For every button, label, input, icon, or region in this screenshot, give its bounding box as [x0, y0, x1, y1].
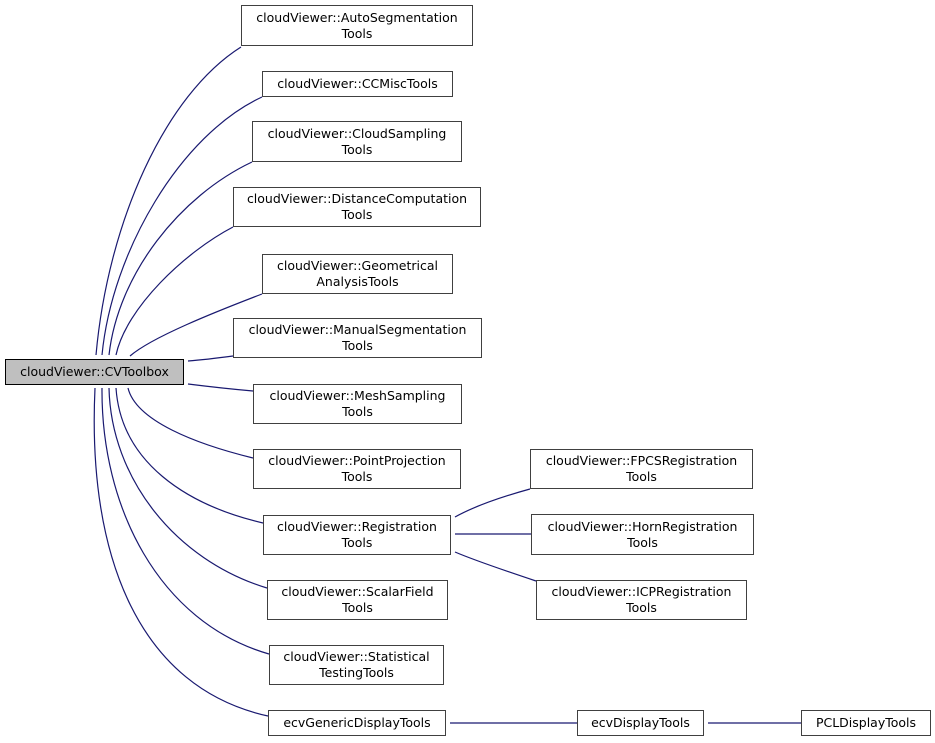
edge-distancecomputation-to-cvtoolbox — [115, 226, 234, 356]
edge-manualsegmentation-to-cvtoolbox — [187, 355, 234, 362]
node-fpcsregistration-tools[interactable]: cloudViewer::FPCSRegistration Tools — [530, 449, 753, 489]
node-cloudsampling-tools[interactable]: cloudViewer::CloudSampling Tools — [252, 121, 462, 162]
node-meshsampling-tools[interactable]: cloudViewer::MeshSampling Tools — [253, 384, 462, 424]
edge-meshsampling-to-cvtoolbox — [187, 383, 254, 392]
node-icpregistration-tools[interactable]: cloudViewer::ICPRegistration Tools — [536, 580, 747, 620]
node-ccmisc-tools[interactable]: cloudViewer::CCMiscTools — [262, 71, 453, 97]
edge-ecvgenericdisplay-to-cvtoolbox — [93, 387, 269, 717]
node-statisticaltesting-tools[interactable]: cloudViewer::Statistical TestingTools — [269, 645, 444, 685]
node-registration-tools[interactable]: cloudViewer::Registration Tools — [263, 515, 451, 555]
edge-autosegmentation-to-cvtoolbox — [95, 46, 242, 356]
node-ecvgenericdisplay-tools[interactable]: ecvGenericDisplayTools — [268, 710, 446, 736]
node-pointprojection-tools[interactable]: cloudViewer::PointProjection Tools — [253, 449, 461, 489]
edge-registration-to-cvtoolbox — [115, 387, 264, 524]
edge-fpcsregistration-to-registration — [454, 488, 531, 518]
node-distancecomputation-tools[interactable]: cloudViewer::DistanceComputation Tools — [233, 187, 481, 227]
node-cvtoolbox[interactable]: cloudViewer::CVToolbox — [5, 359, 184, 385]
edge-ccmisctools-to-cvtoolbox — [101, 96, 263, 356]
edge-cloudsampling-to-cvtoolbox — [108, 161, 253, 356]
node-hornregistration-tools[interactable]: cloudViewer::HornRegistration Tools — [531, 514, 754, 555]
edge-geometricalanalysis-to-cvtoolbox — [129, 293, 263, 357]
node-scalarfield-tools[interactable]: cloudViewer::ScalarField Tools — [267, 580, 448, 620]
edge-statisticaltesting-to-cvtoolbox — [101, 387, 270, 655]
edge-pointprojection-to-cvtoolbox — [127, 387, 254, 459]
node-pcldisplay-tools[interactable]: PCLDisplayTools — [801, 710, 931, 736]
node-autosegmentation-tools[interactable]: cloudViewer::AutoSegmentation Tools — [241, 5, 473, 46]
node-manualsegmentation-tools[interactable]: cloudViewer::ManualSegmentation Tools — [233, 318, 482, 358]
node-geometricalanalysis-tools[interactable]: cloudViewer::Geometrical AnalysisTools — [262, 254, 453, 294]
node-ecvdisplay-tools[interactable]: ecvDisplayTools — [577, 710, 704, 736]
edge-scalarfield-to-cvtoolbox — [108, 387, 268, 589]
edge-icpregistration-to-registration — [454, 551, 537, 582]
